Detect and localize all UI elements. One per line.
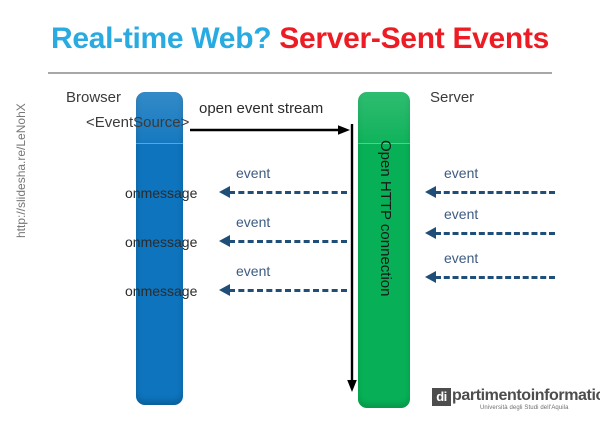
arrow-head-icon xyxy=(219,186,230,198)
event-label: event xyxy=(444,250,479,266)
onmessage-label: onmessage xyxy=(125,234,198,250)
arrow-head-icon xyxy=(219,284,230,296)
source-url-label: http://slidesha.re/LeNohX xyxy=(14,103,28,238)
server-label: Server xyxy=(430,89,475,106)
logo-word-informatica: informatica xyxy=(530,387,600,404)
event-label: event xyxy=(236,165,271,181)
event-label: event xyxy=(236,214,271,230)
event-arrow-server xyxy=(425,271,555,283)
department-logo: di partimentoinformatica Università degl… xyxy=(432,387,600,418)
arrow-shaft xyxy=(229,240,347,243)
arrow-head-icon xyxy=(425,186,436,198)
bar-gloss-highlight xyxy=(358,92,410,144)
logo-wordmark: partimentoinformatica xyxy=(452,387,600,405)
event-arrow-server xyxy=(425,186,555,198)
arrow-shaft xyxy=(229,289,347,292)
event-label: event xyxy=(444,165,479,181)
logo-subtitle: Università degli Studi dell'Aquila xyxy=(480,405,569,411)
arrow-shaft xyxy=(435,232,555,235)
title-part-secondary: Server-Sent Events xyxy=(279,22,550,55)
event-arrow-client xyxy=(219,284,347,296)
event-label: event xyxy=(444,206,479,222)
onmessage-label: onmessage xyxy=(125,185,198,201)
onmessage-label: onmessage xyxy=(125,283,198,299)
logo-mark-icon: di xyxy=(432,388,451,406)
event-arrow-server xyxy=(425,227,555,239)
event-arrow-client xyxy=(219,235,347,247)
arrow-head-icon xyxy=(219,235,230,247)
arrow-head-icon xyxy=(425,227,436,239)
open-event-stream-label: open event stream xyxy=(199,100,324,117)
event-arrow-client xyxy=(219,186,347,198)
eventsource-label: <EventSource> xyxy=(86,114,190,131)
logo-word-partimento: partimento xyxy=(452,387,531,404)
arrow-shaft xyxy=(435,276,555,279)
browser-label: Browser xyxy=(66,89,122,106)
open-event-stream-arrow xyxy=(190,125,350,135)
arrow-head-icon xyxy=(425,271,436,283)
title-part-primary: Real-time Web? xyxy=(50,22,272,55)
arrow-shaft xyxy=(229,191,347,194)
title-divider xyxy=(48,72,552,74)
open-http-connection-label: Open HTTP connection xyxy=(358,140,410,340)
open-http-connection-text: Open HTTP connection xyxy=(377,140,394,297)
page-title: Real-time Web? Server-Sent Events xyxy=(0,22,600,56)
server-connection-duration-arrow xyxy=(347,124,357,392)
arrow-shaft xyxy=(435,191,555,194)
event-label: event xyxy=(236,263,271,279)
